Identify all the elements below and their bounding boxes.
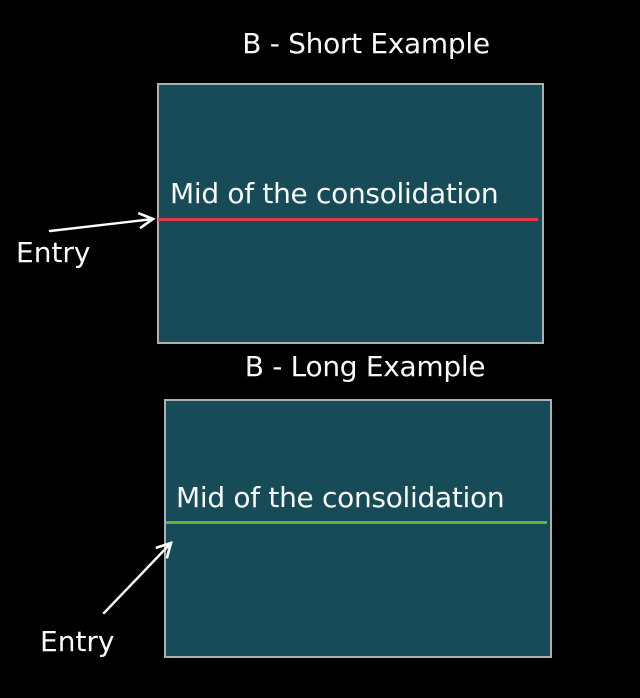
long-entry-label: Entry [40,625,115,658]
short-entry-price-line [158,218,538,221]
long-entry-price-line [166,521,547,524]
short-entry-arrow-icon [48,219,153,233]
short-entry-label: Entry [16,236,91,269]
long-example-title: B - Long Example [244,350,486,383]
short-example-title: B - Short Example [242,27,490,60]
long-entry-arrow-icon [102,543,171,615]
long-example-box-label: Mid of the consolidation [176,481,505,514]
long-example-box [164,399,552,658]
short-example-box-label: Mid of the consolidation [170,177,499,210]
short-example-box [157,83,544,344]
